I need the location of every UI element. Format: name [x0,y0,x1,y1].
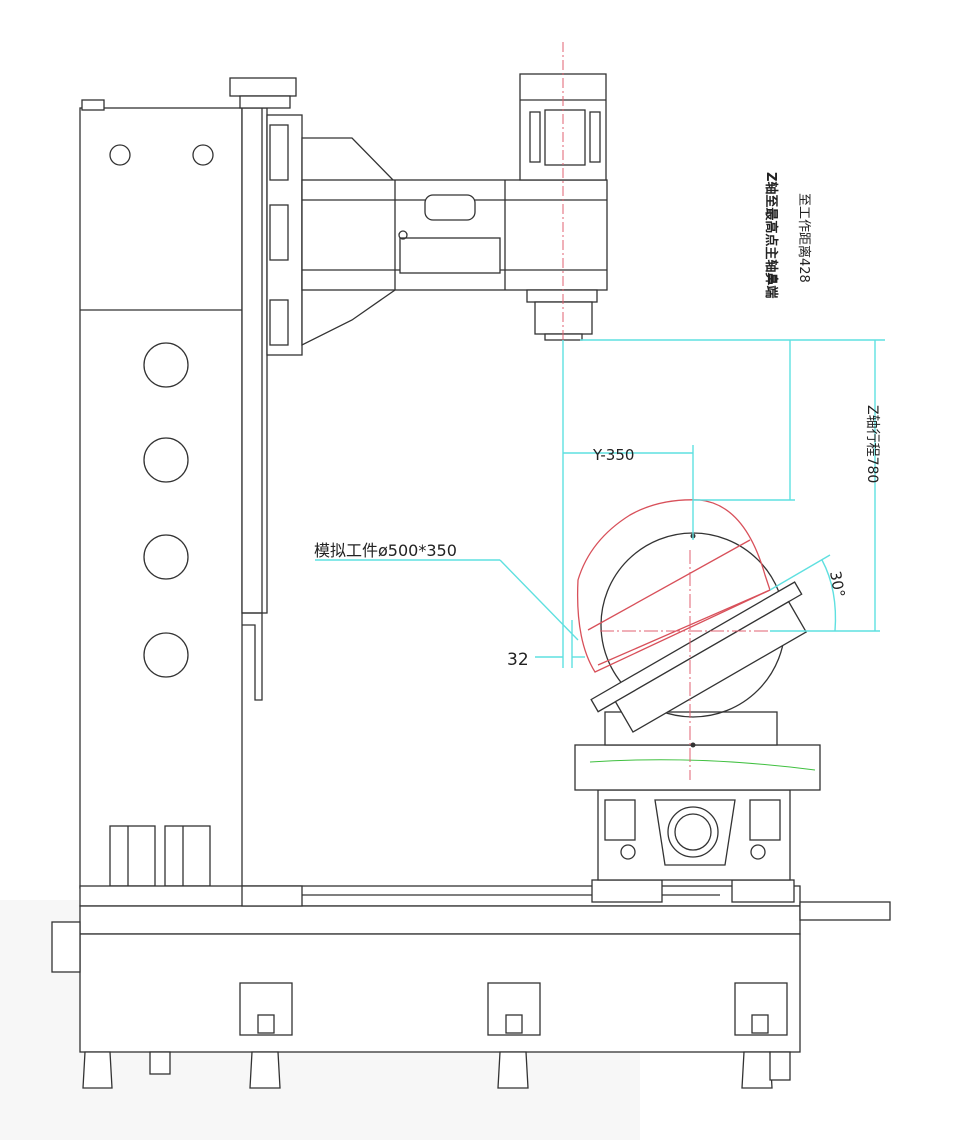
spindle-head [266,73,608,356]
rotary-table [574,532,821,903]
z-top-distance-label-line1: Z轴至最高点主轴鼻端 [763,172,779,298]
dimension-lines [315,339,885,668]
column [79,77,297,889]
simulated-workpiece [576,499,790,780]
tilt-angle-label: 30° [826,570,848,599]
y-travel-label: Y-350 [592,446,634,464]
machine-base [51,885,891,1089]
offset-label: 32 [507,650,529,670]
z-top-distance-label-line2: 至工作距离428 [796,193,812,283]
workpiece-label: 模拟工件ø500*350 [314,541,457,560]
z-travel-label: Z轴行程780 [864,405,880,483]
